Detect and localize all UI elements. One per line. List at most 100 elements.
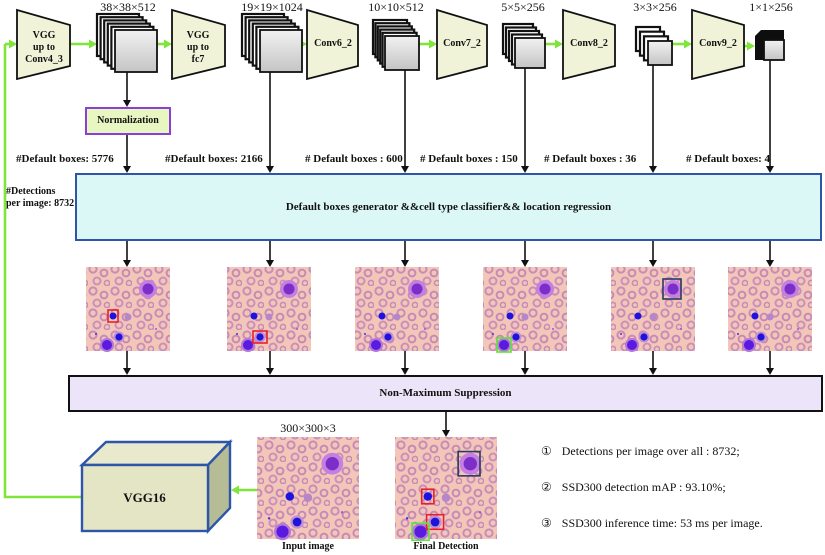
large-cell-nucleus (411, 283, 423, 295)
normalization-box: Normalization (85, 107, 171, 135)
feature-map-front (259, 29, 303, 73)
arrow-head-down (442, 430, 450, 437)
green-arrow-head (429, 39, 437, 49)
small-lymphocyte (634, 312, 642, 320)
final-detection-caption: Final Detection (413, 541, 479, 552)
normalization-label: Normalization (97, 115, 159, 126)
platelet (620, 333, 622, 335)
detection-box-navy (457, 450, 481, 477)
vgg16-label: VGG16 (123, 490, 166, 505)
faint-cell (303, 493, 313, 502)
large-cell-nucleus (539, 283, 551, 295)
arrow-head-down (766, 166, 774, 173)
default-boxes-count: # Default boxes : 600 (305, 153, 403, 165)
feature-map-stack (501, 22, 546, 69)
faint-cell (393, 313, 401, 321)
nms-label: Non-Maximum Suppression (379, 387, 512, 399)
bottom-cell (499, 340, 509, 350)
faint-cell (265, 313, 273, 321)
small-lymphocyte (285, 492, 295, 501)
feature-map-front (114, 29, 158, 73)
note-text: SSD300 detection mAP : 93.10%; (561, 480, 726, 494)
thumbnail-5 (611, 267, 695, 352)
smear-background (611, 267, 695, 351)
green-arrow-head (231, 485, 239, 495)
detection-box-red (107, 309, 119, 323)
arrow-head-down (649, 260, 657, 267)
detections-line: #Detections (6, 186, 56, 197)
platelet (552, 328, 554, 330)
layer-trapezoid-conv9 (691, 8, 745, 81)
layer-trapezoid-conv6 (306, 8, 359, 81)
layer-label-line: Conv4_3 (25, 54, 63, 65)
platelet (236, 333, 238, 335)
lower-lymphocyte (512, 333, 520, 341)
green-arrow-head (747, 41, 755, 51)
smear-background (728, 267, 812, 351)
small-lymphocyte (751, 312, 759, 320)
arrow-head-down (766, 368, 774, 375)
lower-lymphocyte (757, 333, 765, 341)
faint-cell (649, 313, 657, 321)
bottom-cell (744, 340, 754, 350)
final-detection-image (395, 437, 497, 542)
arrow-head-down (521, 368, 529, 375)
arrow-head-down (401, 368, 409, 375)
arrow-head-down (266, 260, 274, 267)
smear-background (86, 267, 170, 351)
layer-label-line: up to (33, 42, 55, 53)
layer-trapezoid-conv7 (436, 8, 488, 81)
layer-label-line: VGG (32, 30, 56, 41)
bottom-cell (414, 525, 427, 538)
arrow-head-down (123, 260, 131, 267)
detections-line: per image: 8732 (6, 198, 75, 209)
detection-box-navy (662, 278, 682, 300)
platelet (797, 328, 799, 330)
bottom-cell (243, 340, 253, 350)
feature-map-dims: 38×38×512 (100, 0, 156, 14)
note-text: SSD300 inference time: 53 ms per image. (561, 516, 763, 530)
platelet (492, 333, 494, 335)
lower-lymphocyte (640, 333, 648, 341)
detection-box-green (411, 522, 430, 542)
arrow-head-down (266, 368, 274, 375)
smear-background (257, 437, 359, 539)
lower-lymphocyte (256, 333, 264, 341)
vgg16-front-face (80, 463, 210, 533)
default-boxes-count: # Default boxes : 36 (544, 153, 637, 165)
layer-trapezoid-vgg-fc7 (171, 8, 226, 81)
bottom-cell (276, 525, 289, 538)
feature-map-stack (240, 12, 303, 73)
smear-background (355, 267, 439, 351)
default-boxes-generator-box: Default boxes generator &&cell type clas… (75, 173, 822, 241)
note-marker: ① (541, 444, 552, 458)
feature-map-dims: 5×5×256 (501, 0, 545, 14)
arrow-head-down (766, 260, 774, 267)
platelet (95, 333, 97, 335)
platelet (364, 333, 366, 335)
input-image-caption: Input image (282, 541, 334, 552)
arrow-head-down (401, 166, 409, 173)
arrow-head-down (401, 260, 409, 267)
default-boxes-count: #Default boxes: 5776 (16, 153, 114, 165)
layer-label-conv6: Conv6_2 (314, 38, 352, 49)
arrow-head-down (123, 100, 131, 107)
thumbnail-4 (483, 267, 567, 353)
large-cell-nucleus (463, 457, 477, 471)
layer-label-line: fc7 (191, 54, 205, 65)
green-arrow-head (164, 39, 172, 49)
small-lymphocyte (378, 312, 386, 320)
platelet (737, 333, 739, 335)
large-cell-nucleus (142, 283, 154, 295)
platelet (424, 328, 426, 330)
note-text: Detections per image over all : 8732; (561, 444, 740, 458)
detection-box-red (420, 488, 435, 505)
feature-map-dims: 10×10×512 (368, 0, 424, 14)
small-lymphocyte (250, 312, 258, 320)
large-cell-nucleus (784, 283, 796, 295)
layer-label-line: VGG (186, 30, 210, 41)
detection-box-red (252, 330, 268, 344)
platelet (478, 511, 482, 514)
thumbnail-1 (86, 267, 170, 352)
thumbnail-2 (227, 267, 311, 352)
